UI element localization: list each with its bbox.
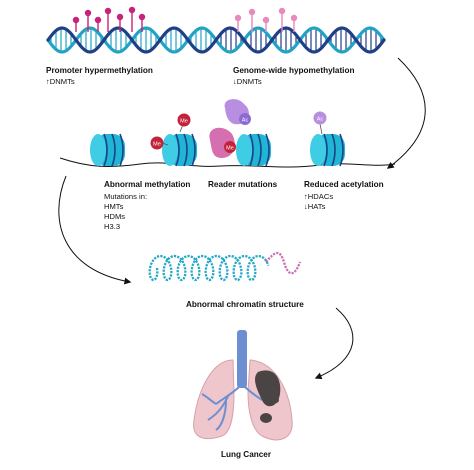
hypomethylation-pin-icon (290, 14, 298, 22)
nucleosome-icon (162, 133, 197, 167)
hypermethylation-pin-icon (72, 16, 80, 24)
hypermethylation-pin-icon (116, 13, 124, 21)
reader-mutations-label: Reader mutations (208, 180, 278, 189)
dna-strand-back (46, 26, 386, 54)
mutations-in-label: Mutations in: (104, 192, 148, 201)
hypomethylation-pin-icon (248, 8, 256, 16)
chromatin-coil-icon (148, 251, 302, 282)
hypomethylation-pin-icon (234, 14, 242, 22)
hypermethylation-pin-icon (104, 7, 112, 15)
hypermethylation-pin-icon (138, 13, 146, 21)
promoter-hypermethylation-label: Promoter hypermethylation (46, 66, 153, 75)
nucleosome-icon (90, 133, 125, 167)
hypermethylation-pin-icon (128, 6, 136, 14)
acetyl-mark-icon: Ac (313, 111, 327, 135)
hypomethylation-pin-icon (278, 7, 286, 15)
ac-label-1: Ac (242, 118, 249, 124)
promoter-methylation-pins-icon (72, 6, 146, 32)
promoter-dnmt-label: ↑DNMTs (46, 77, 75, 86)
hdms-label: HDMs (104, 212, 126, 221)
genome-hypomethylation-label: Genome-wide hypomethylation (233, 66, 355, 75)
hypomethylation-pin-icon (262, 16, 270, 24)
nucleosome-group (90, 133, 345, 167)
me-label-2: Me (153, 142, 161, 148)
lungs-icon (193, 330, 293, 441)
reduced-acetylation-label: Reduced acetylation (304, 180, 384, 189)
me-label-3: Me (226, 146, 234, 152)
hypermethylation-pin-icon (84, 9, 92, 17)
tumor-icon (255, 370, 281, 407)
nucleosome-icon (236, 133, 271, 167)
hmts-label: HMTs (104, 202, 124, 211)
ac-label-2: Ac (317, 117, 324, 123)
hats-label: ↓HATs (304, 202, 326, 211)
me-label-1: Me (180, 119, 188, 125)
abnormal-chromatin-label: Abnormal chromatin structure (186, 300, 304, 309)
arrow-to-structure (58, 175, 132, 285)
lung-cancer-label: Lung Cancer (221, 450, 272, 459)
nucleosome-icon (310, 133, 345, 167)
genome-dnmt-label: ↓DNMTs (233, 77, 262, 86)
h33-label: H3.3 (104, 222, 121, 231)
hypermethylation-pin-icon (94, 16, 102, 24)
abnormal-methylation-label: Abnormal methylation (104, 180, 191, 189)
methyl-mark-icon: Me (177, 113, 191, 133)
genome-methylation-pins-icon (234, 7, 298, 32)
methyl-mark-icon: Me (150, 136, 169, 150)
arrow-to-chromatin (386, 57, 426, 169)
reader-protein-icon: Ac Me (209, 99, 251, 158)
dna-helix-icon (46, 26, 386, 54)
hdacs-label: ↑HDACs (304, 192, 334, 201)
arrow-to-lungs (314, 307, 354, 380)
